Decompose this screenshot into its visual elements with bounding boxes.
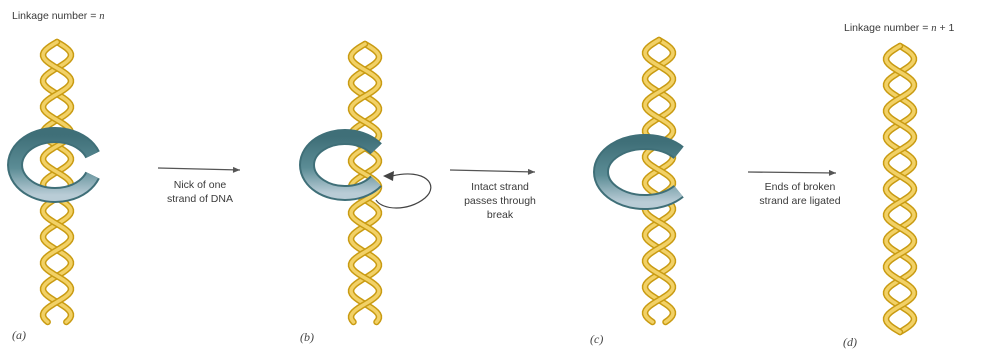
curved-arrow-head bbox=[383, 171, 394, 181]
step-arrow-1 bbox=[158, 167, 240, 173]
step-label-ligation: Ends of broken strand are ligated bbox=[740, 180, 860, 208]
arrow-shaft bbox=[158, 168, 240, 170]
dna-helix-c bbox=[645, 40, 673, 322]
curved-arrow-path bbox=[376, 174, 431, 208]
arrow-head bbox=[528, 169, 535, 175]
arrow-shaft bbox=[450, 170, 535, 172]
arrow-head bbox=[233, 167, 240, 173]
panel-label-b: (b) bbox=[300, 330, 314, 345]
panel-label-a: (a) bbox=[12, 328, 26, 343]
dna-helix-a bbox=[43, 42, 71, 322]
panel-label-d: (d) bbox=[843, 335, 857, 350]
linkage-increment: + 1 bbox=[937, 22, 955, 34]
step-label-nick: Nick of one strand of DNA bbox=[150, 178, 250, 206]
step-label-pass-through: Intact strand passes through break bbox=[445, 180, 555, 222]
arrow-head bbox=[829, 170, 836, 176]
step-arrow-3 bbox=[748, 170, 836, 176]
enzyme-ring-b bbox=[307, 137, 376, 193]
linkage-variable: n bbox=[99, 11, 104, 22]
step-arrow-2 bbox=[450, 169, 535, 175]
dna-helix-d bbox=[886, 46, 914, 332]
strand-passage-curved-arrow bbox=[376, 171, 431, 208]
linkage-number-title-before: Linkage number = n bbox=[12, 10, 105, 22]
arrow-shaft bbox=[748, 172, 836, 173]
panel-label-c: (c) bbox=[590, 332, 603, 347]
linkage-number-title-after: Linkage number = n + 1 bbox=[844, 22, 954, 34]
topoisomerase-ring bbox=[307, 137, 376, 193]
linkage-label: Linkage number = bbox=[844, 22, 931, 34]
linkage-label: Linkage number = bbox=[12, 10, 99, 22]
